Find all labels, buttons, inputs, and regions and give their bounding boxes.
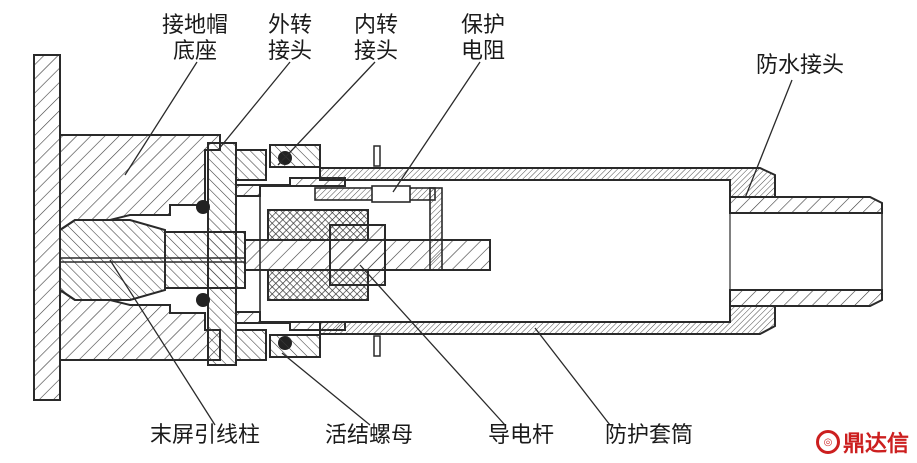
- label-protect-resistor: 保护 电阻: [455, 13, 511, 65]
- union-nut: [269, 144, 321, 358]
- watermark-logo: ◎ 鼎达信: [816, 425, 909, 459]
- protect-resistor: [314, 185, 443, 271]
- label-tail-screen-post: 末屏引线柱: [150, 423, 261, 448]
- label-union-nut: 活结螺母: [325, 423, 414, 448]
- watermark-text: 鼎达信: [843, 432, 910, 457]
- label-protective-sleeve: 防护套筒: [605, 423, 694, 448]
- label-outer-joint: 外转 接头: [262, 13, 318, 65]
- label-inner-joint: 内转 接头: [348, 13, 404, 65]
- conductor-rod: [244, 224, 491, 286]
- tail-screen-lead-post: [59, 219, 246, 301]
- outer-joint: [207, 142, 267, 366]
- o-ring-lower: [196, 293, 210, 307]
- retaining-pin: [373, 145, 381, 357]
- label-waterproof-joint: 防水接头: [756, 53, 845, 78]
- label-protect-resistor-line2: 电阻: [460, 39, 505, 64]
- label-ground-cap-base-line2: 底座: [172, 39, 217, 64]
- leader-lines: [109, 61, 793, 426]
- label-protect-resistor-line1: 保护: [460, 13, 505, 38]
- label-ground-cap-base: 接地帽 底座: [150, 13, 240, 65]
- label-outer-joint-line1: 外转: [267, 13, 312, 38]
- label-inner-joint-line1: 内转: [353, 13, 398, 38]
- label-conductor-rod: 导电杆: [488, 423, 555, 448]
- label-ground-cap-base-line1: 接地帽: [161, 13, 228, 38]
- logo-mark-icon: ◎: [816, 430, 840, 454]
- o-ring-upper: [196, 200, 210, 214]
- label-outer-joint-line2: 接头: [267, 39, 312, 64]
- waterproof-joint: [729, 196, 883, 307]
- label-inner-joint-line2: 接头: [353, 39, 398, 64]
- base-flange: [33, 54, 221, 401]
